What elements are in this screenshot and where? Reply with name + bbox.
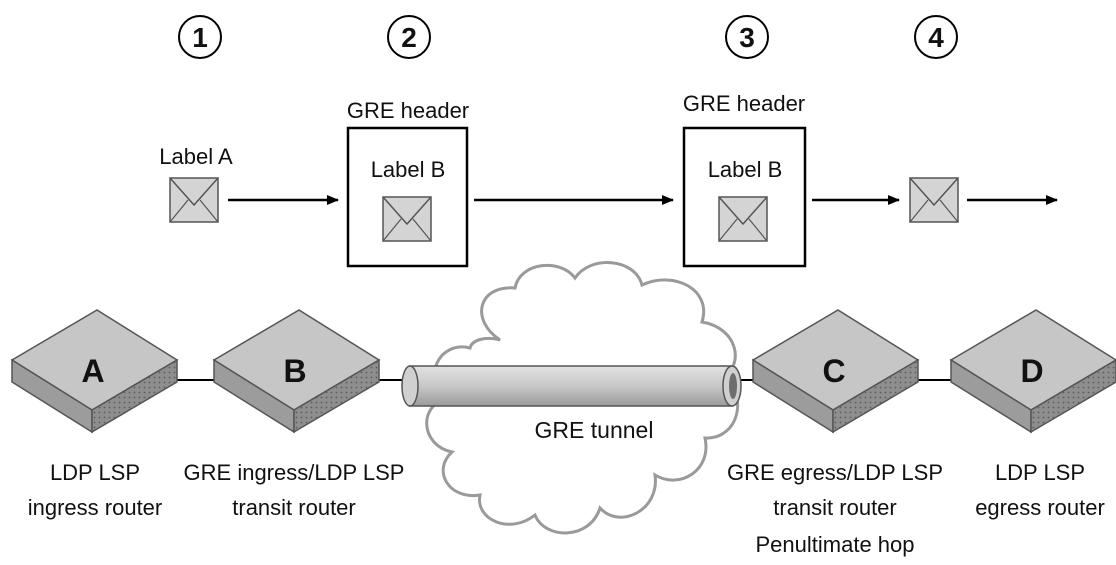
step-2-marker: 2	[387, 15, 431, 59]
step-4-marker: 4	[914, 15, 958, 59]
envelope-icon	[718, 196, 768, 242]
step-3-number: 3	[739, 22, 755, 53]
label-b-text-2: Label B	[708, 157, 783, 182]
envelope-icon	[169, 177, 219, 223]
step-3-marker: 3	[725, 15, 769, 59]
router-a-caption-line-2: ingress router	[28, 495, 163, 520]
router-d-caption-line-2: egress router	[975, 495, 1105, 520]
gre-header-text-1: GRE header	[347, 98, 469, 123]
tunnel-pipe-icon	[401, 365, 742, 407]
router-d: D	[950, 309, 1116, 433]
router-c-caption-line-1: GRE egress/LDP LSP	[727, 460, 943, 485]
envelope-icon	[382, 196, 432, 242]
step-2-number: 2	[401, 22, 417, 53]
router-c-caption-line-2: transit router	[773, 495, 897, 520]
label-a-text: Label A	[159, 144, 233, 169]
router-c-caption-line-3: Penultimate hop	[756, 532, 915, 557]
router-d-caption-line-1: LDP LSP	[995, 460, 1085, 485]
router-d-letter: D	[1020, 353, 1043, 389]
step-4-number: 4	[928, 22, 944, 53]
gre-header-text-2: GRE header	[683, 91, 805, 116]
router-b-caption-line-1: GRE ingress/LDP LSP	[184, 460, 405, 485]
router-a-caption-line-1: LDP LSP	[50, 460, 140, 485]
gre-tunnel-label: GRE tunnel	[535, 417, 654, 443]
envelope-icon	[909, 177, 959, 223]
router-a-letter: A	[81, 353, 104, 389]
label-b-text-1: Label B	[371, 157, 446, 182]
router-c: C	[752, 309, 919, 433]
router-b: B	[213, 309, 380, 433]
router-c-letter: C	[822, 353, 845, 389]
router-b-caption-line-2: transit router	[232, 495, 356, 520]
router-b-letter: B	[283, 353, 306, 389]
router-a: A	[11, 309, 178, 433]
step-1-marker: 1	[178, 15, 222, 59]
step-1-number: 1	[192, 22, 208, 53]
